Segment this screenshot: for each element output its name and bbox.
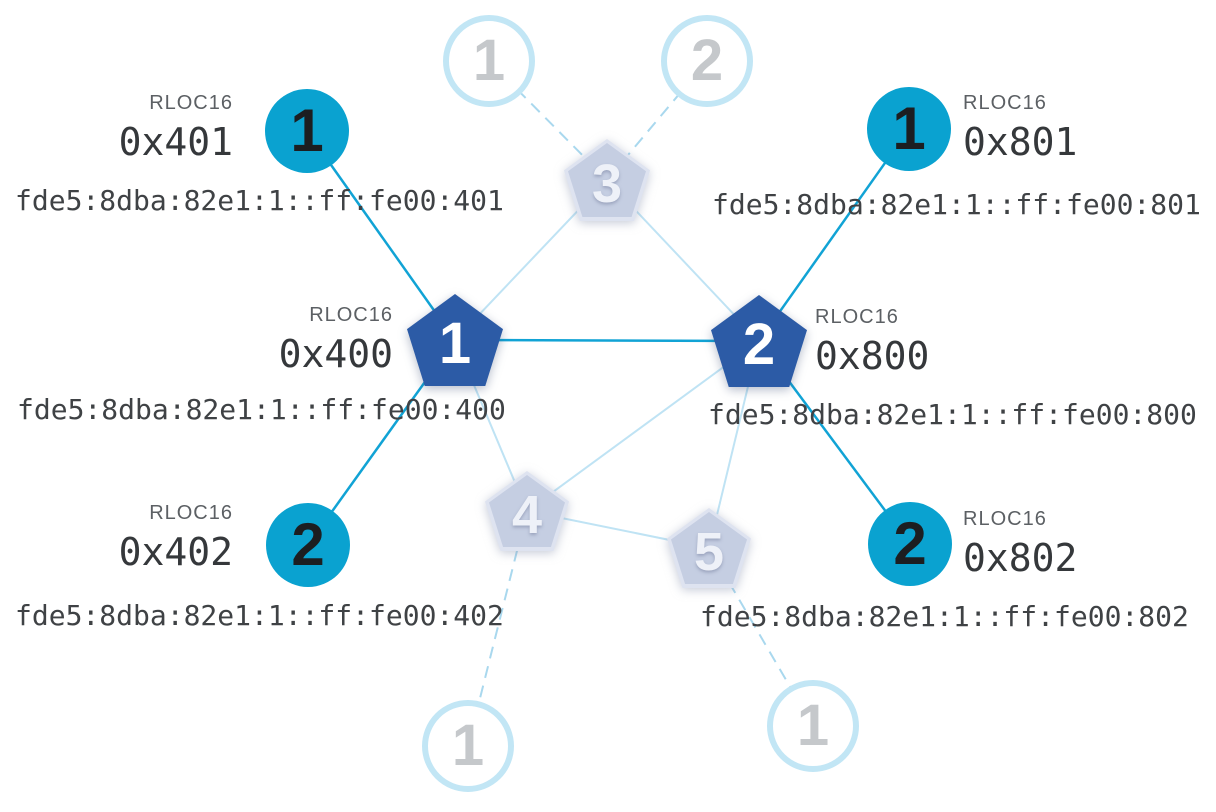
child-402-ipv6: fde5:8dba:82e1:1::ff:fe00:402 xyxy=(15,599,504,632)
child-401-ipv6: fde5:8dba:82e1:1::ff:fe00:401 xyxy=(15,184,504,217)
router-node-3[interactable]: 3 xyxy=(564,139,650,221)
link-router2-router4 xyxy=(526,340,760,512)
child-node-402[interactable]: 2 xyxy=(266,503,350,587)
faded-child-top-2-number: 2 xyxy=(690,28,724,93)
faded-child-node-bottom-left[interactable]: 1 xyxy=(422,700,514,792)
link-router1-router2 xyxy=(454,338,760,343)
router-node-5[interactable]: 5 xyxy=(667,508,751,588)
router-2-number: 2 xyxy=(742,312,776,377)
child-node-802[interactable]: 2 xyxy=(868,502,952,586)
child-402-rloc-caption: RLOC16 xyxy=(149,502,233,524)
child-801-ipv6: fde5:8dba:82e1:1::ff:fe00:801 xyxy=(712,188,1201,221)
child-802-rloc-label: RLOC16 0x802 xyxy=(963,506,1077,582)
child-402-number: 2 xyxy=(291,511,325,578)
child-402-rloc-value: 0x402 xyxy=(118,530,233,574)
child-401-rloc-label: RLOC16 0x401 xyxy=(119,90,233,166)
router-1-rloc-caption: RLOC16 xyxy=(309,304,393,326)
child-402-rloc-label: RLOC16 0x402 xyxy=(119,500,233,576)
router-node-4[interactable]: 4 xyxy=(485,471,569,551)
link-child401-router1 xyxy=(305,130,457,341)
child-801-rloc-caption: RLOC16 xyxy=(963,92,1047,114)
child-801-number: 1 xyxy=(892,95,926,162)
faded-child-node-top-2[interactable]: 2 xyxy=(661,15,753,107)
faded-child-node-bottom-right[interactable]: 1 xyxy=(767,680,859,772)
router-1-ipv6: fde5:8dba:82e1:1::ff:fe00:400 xyxy=(17,393,506,426)
router-3-number: 3 xyxy=(591,154,623,214)
router-2-rloc-value: 0x800 xyxy=(815,334,930,378)
link-child801-router2 xyxy=(757,128,911,342)
child-801-rloc-value: 0x801 xyxy=(963,120,1078,164)
router-5-number: 5 xyxy=(693,522,725,582)
child-node-801[interactable]: 1 xyxy=(867,87,951,171)
router-4-number: 4 xyxy=(511,485,543,545)
child-802-rloc-caption: RLOC16 xyxy=(963,508,1047,530)
child-802-number: 2 xyxy=(893,510,927,577)
router-2-rloc-label: RLOC16 0x800 xyxy=(815,304,929,380)
router-node-2[interactable]: 2 xyxy=(711,295,807,387)
child-401-rloc-value: 0x401 xyxy=(118,120,233,164)
faded-child-top-1-number: 1 xyxy=(472,28,506,93)
child-401-number: 1 xyxy=(290,97,324,164)
child-802-ipv6: fde5:8dba:82e1:1::ff:fe00:802 xyxy=(700,600,1189,633)
faded-child-bottom-right-number: 1 xyxy=(796,693,830,758)
router-1-rloc-label: RLOC16 0x400 xyxy=(279,302,393,378)
child-401-rloc-caption: RLOC16 xyxy=(149,92,233,114)
router-1-rloc-value: 0x400 xyxy=(278,332,393,376)
router-node-1[interactable]: 1 xyxy=(407,294,503,386)
child-802-rloc-value: 0x802 xyxy=(963,536,1078,580)
child-node-401[interactable]: 1 xyxy=(265,89,349,173)
router-1-number: 1 xyxy=(438,311,472,376)
child-801-rloc-label: RLOC16 0x801 xyxy=(963,90,1077,166)
faded-child-bottom-left-number: 1 xyxy=(451,713,485,778)
router-2-rloc-caption: RLOC16 xyxy=(815,306,899,328)
router-2-ipv6: fde5:8dba:82e1:1::ff:fe00:800 xyxy=(708,398,1197,431)
faded-child-node-top-1[interactable]: 1 xyxy=(443,15,535,107)
